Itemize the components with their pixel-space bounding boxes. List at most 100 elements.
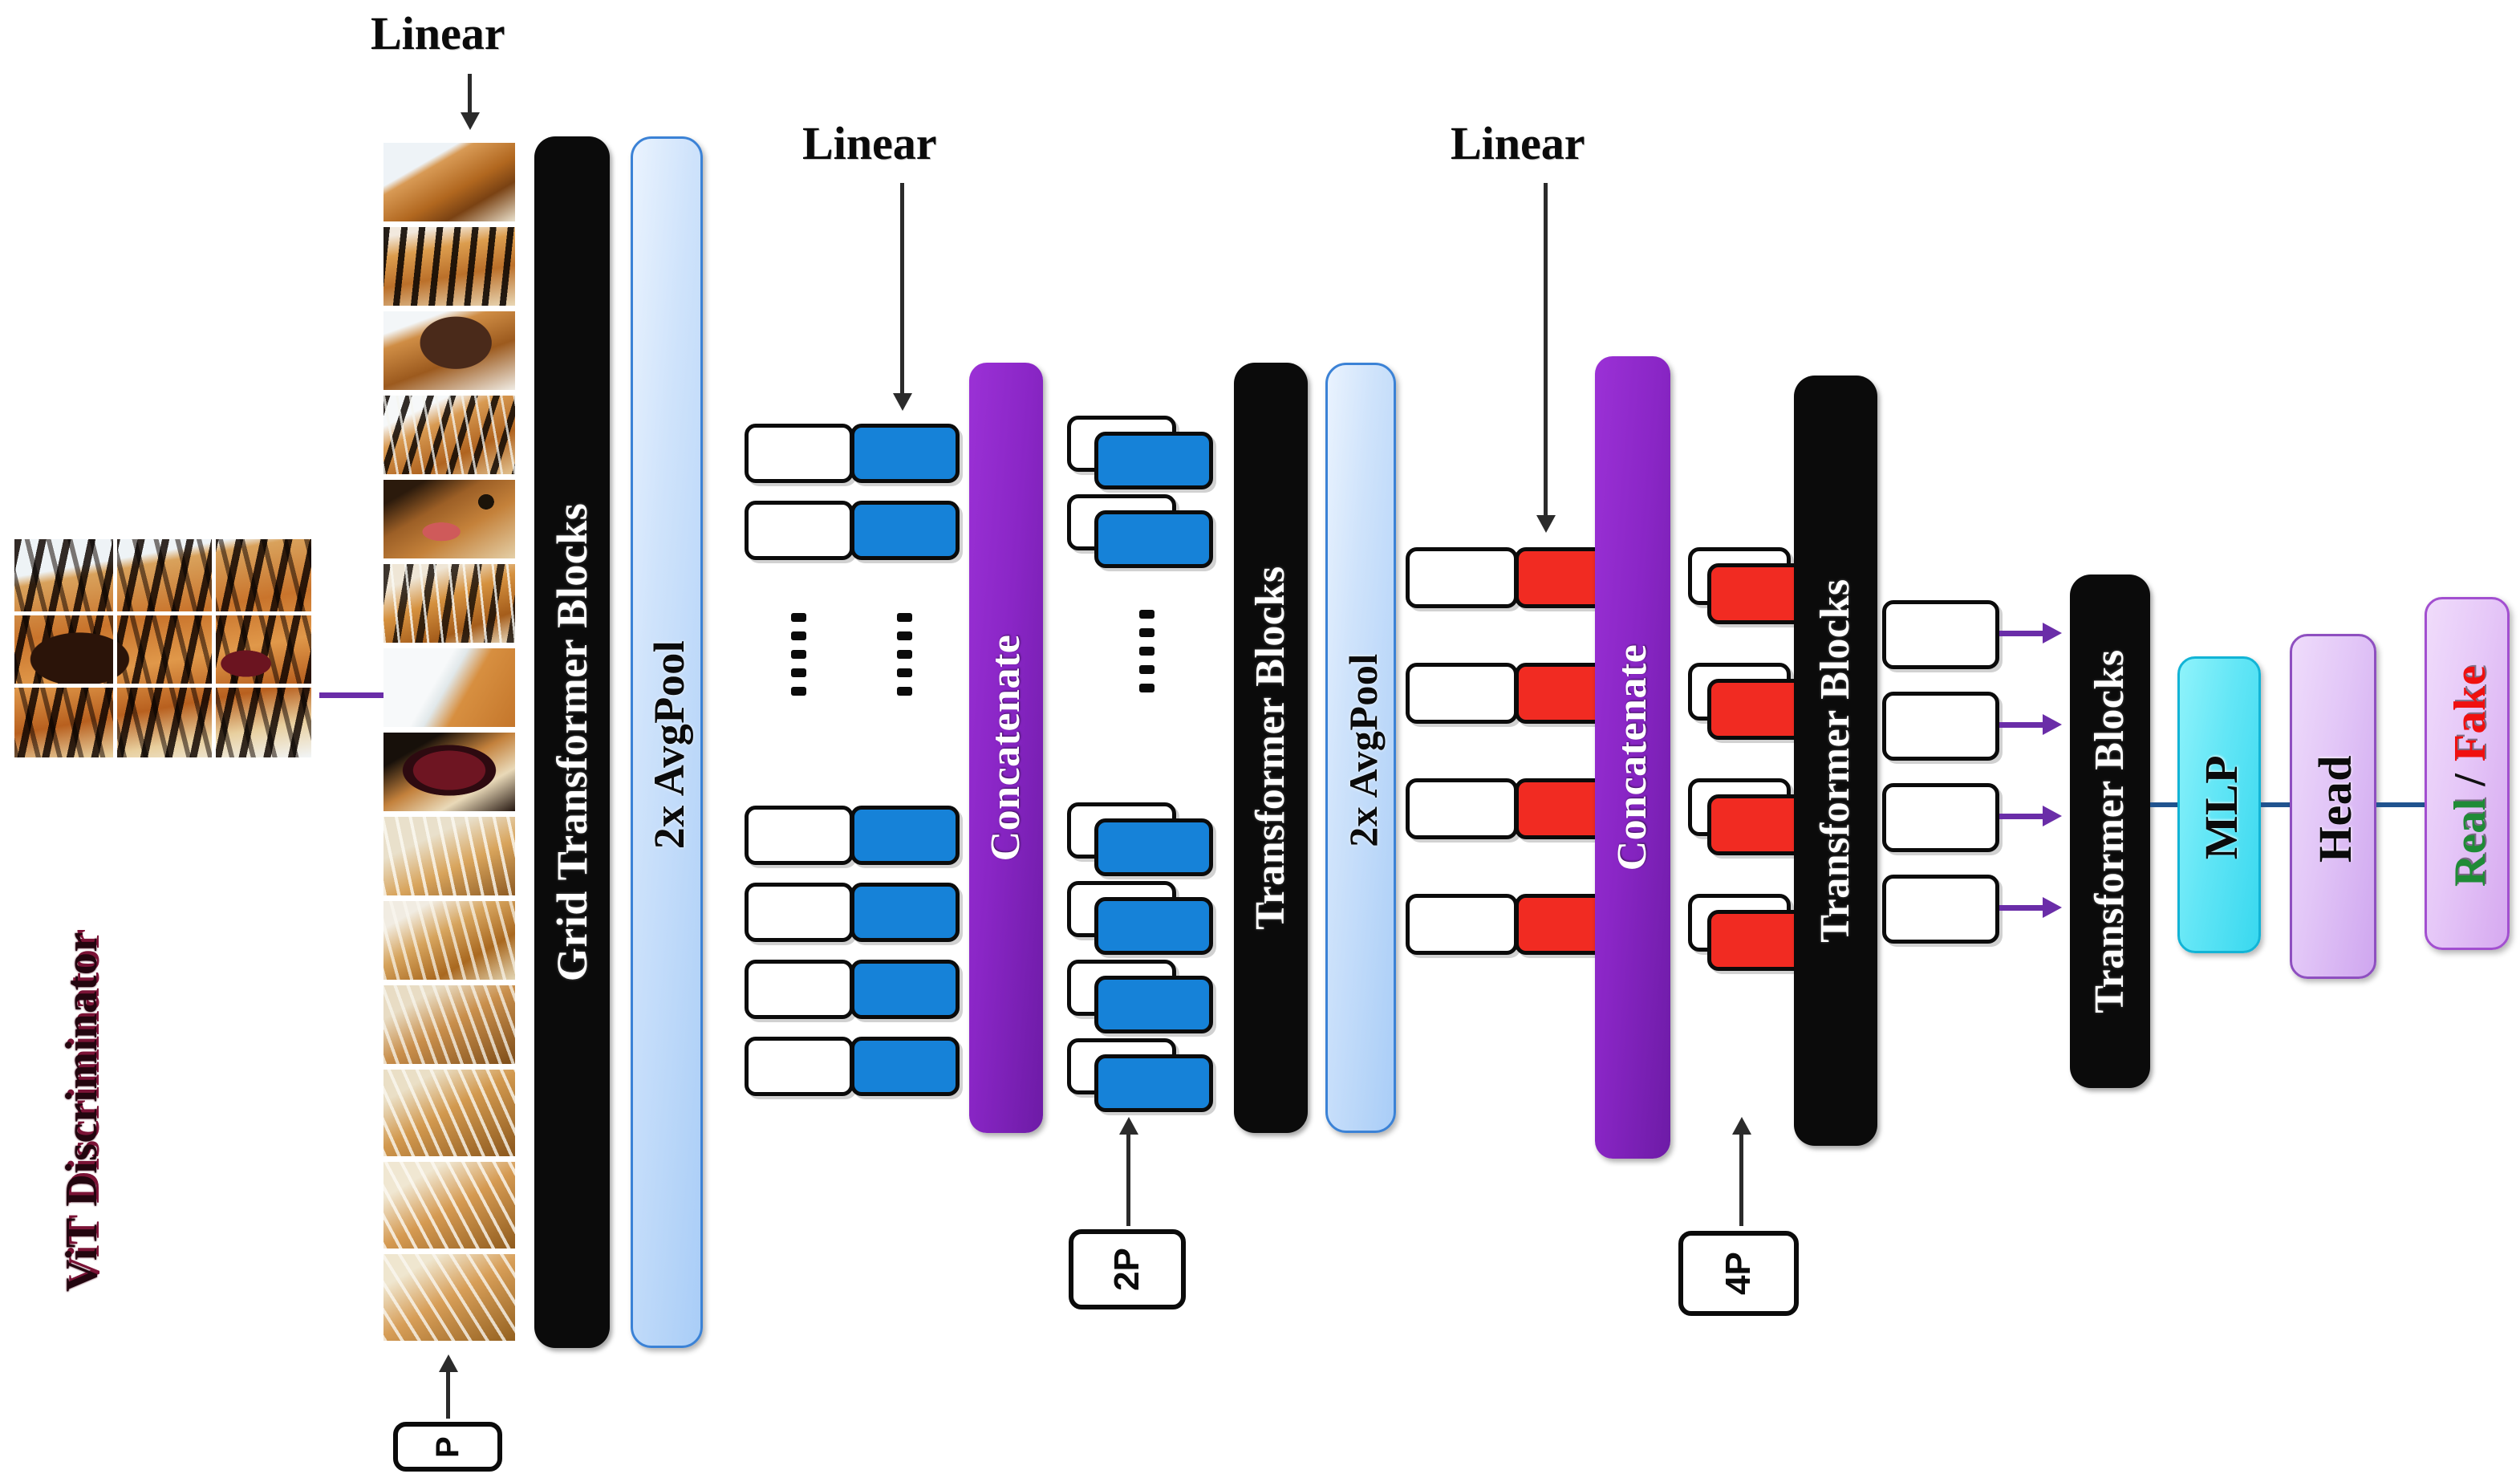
block-concatenate-1-label: Concatenate (983, 634, 1029, 862)
patch-strip (383, 480, 515, 558)
output-arrow-line (1999, 722, 2044, 728)
token-chip-white (1406, 894, 1518, 955)
block-transformer-1[interactable]: Transformer Blocks (1234, 363, 1308, 1133)
patch-strip (383, 1162, 515, 1249)
token-chip-white (1406, 663, 1518, 724)
token-chip-blue (850, 960, 960, 1019)
linear-arrow-line-2 (900, 183, 904, 398)
patch-size-label-2p: 2P (1106, 1248, 1146, 1291)
patch-strip (383, 227, 515, 306)
block-head[interactable]: Head (2290, 634, 2376, 979)
block-transformer-3[interactable]: Transformer Blocks (2070, 575, 2150, 1088)
patch-strip (383, 648, 515, 727)
block-transformer-1-label: Transformer Blocks (1248, 566, 1293, 930)
block-transformer-2-label: Transformer Blocks (1812, 579, 1858, 943)
patch-size-box-4p[interactable]: 4P (1678, 1231, 1799, 1316)
two-p-arrow-head (1119, 1117, 1138, 1135)
token-chip-white (745, 424, 854, 483)
output-real-fake-label: Real / Fake (2445, 607, 2495, 944)
block-avgpool-1-label: 2x AvgPool (645, 639, 693, 850)
linear-arrow-head-3 (1536, 515, 1556, 533)
output-separator: / (2445, 761, 2495, 798)
output-arrow-head (2043, 623, 2062, 644)
linear-arrow-line-1 (468, 74, 472, 117)
output-real-fake[interactable]: Real / Fake (2425, 597, 2510, 950)
token-chip-blue-front (1094, 976, 1213, 1033)
block-concatenate-2-label: Concatenate (1609, 644, 1655, 871)
block-concatenate-2[interactable]: Concatenate (1595, 356, 1670, 1159)
two-p-arrow-line (1126, 1131, 1130, 1226)
patch-strip (383, 901, 515, 980)
p-arrow-head (439, 1354, 458, 1372)
token-chip-white (745, 960, 854, 1019)
connector-line-head-to-output (2376, 802, 2433, 807)
token-chip-blue (850, 1037, 960, 1096)
token-chip-blue-front (1094, 510, 1213, 568)
token-chip-white (745, 806, 854, 865)
token-chip-blue-front (1094, 818, 1213, 876)
input-to-patch-arrow-line (319, 692, 387, 698)
patch-size-box-p[interactable]: P (393, 1422, 502, 1472)
patch-strip (383, 985, 515, 1064)
token-chip-blue-front (1094, 1054, 1213, 1112)
ellipsis-dots-vertical (1139, 610, 1154, 692)
token-chip-white (745, 883, 854, 942)
token-chip-output (1882, 692, 1999, 761)
token-chip-white (1406, 778, 1518, 839)
linear-arrow-head-1 (461, 112, 480, 130)
token-chip-white (1406, 547, 1518, 608)
page-title: ViT Discriminator (57, 932, 107, 1292)
patch-strip (383, 1254, 515, 1341)
output-fake-text: Fake (2445, 664, 2495, 762)
ellipsis-dots-vertical (897, 613, 912, 696)
token-chip-output (1882, 600, 1999, 669)
patch-strip (383, 817, 515, 895)
four-p-arrow-line (1739, 1131, 1743, 1226)
image-grid-line-v1 (113, 539, 117, 757)
token-chip-white (745, 501, 854, 560)
patch-strip (383, 396, 515, 474)
block-transformer-3-label: Transformer Blocks (2087, 649, 2132, 1013)
token-chip-blue-front (1094, 897, 1213, 955)
linear-label-2: Linear (802, 117, 937, 169)
patch-size-label-4p: 4P (1718, 1252, 1758, 1295)
block-avgpool-2-label: 2x AvgPool (1341, 653, 1386, 847)
block-mlp[interactable]: MLP (2177, 656, 2261, 953)
token-chip-blue (850, 806, 960, 865)
block-avgpool-2[interactable]: 2x AvgPool (1325, 363, 1396, 1133)
output-arrow-line (1999, 631, 2044, 636)
image-grid-line-h2 (14, 684, 311, 688)
ellipsis-dots-vertical (791, 613, 806, 696)
token-chip-output (1882, 875, 1999, 944)
output-real-text: Real (2445, 798, 2495, 887)
patch-strip (383, 564, 515, 643)
linear-label-1: Linear (371, 7, 505, 59)
output-arrow-head (2043, 897, 2062, 918)
linear-arrow-line-3 (1544, 183, 1548, 520)
patch-strip (383, 311, 515, 390)
block-mlp-label: MLP (2195, 754, 2247, 860)
input-image (14, 539, 311, 757)
token-chip-blue (850, 501, 960, 560)
linear-arrow-head-2 (893, 393, 912, 411)
block-grid-transformer[interactable]: Grid Transformer Blocks (534, 136, 610, 1348)
block-transformer-2[interactable]: Transformer Blocks (1794, 376, 1877, 1146)
patch-size-label-p: P (429, 1435, 465, 1458)
patch-size-box-2p[interactable]: 2P (1069, 1229, 1186, 1309)
output-arrow-head (2043, 714, 2062, 735)
patch-strip (383, 143, 515, 221)
token-chip-blue (850, 883, 960, 942)
token-chip-blue (850, 424, 960, 483)
output-arrow-line (1999, 905, 2044, 911)
linear-label-3: Linear (1451, 117, 1585, 169)
output-arrow-head (2043, 806, 2062, 826)
token-chip-blue-front (1094, 432, 1213, 489)
token-chip-white (745, 1037, 854, 1096)
image-grid-line-h1 (14, 611, 311, 615)
block-avgpool-1[interactable]: 2x AvgPool (631, 136, 703, 1348)
block-concatenate-1[interactable]: Concatenate (969, 363, 1043, 1133)
block-head-label: Head (2309, 754, 2361, 863)
image-grid-line-v2 (212, 539, 216, 757)
token-chip-output (1882, 783, 1999, 852)
